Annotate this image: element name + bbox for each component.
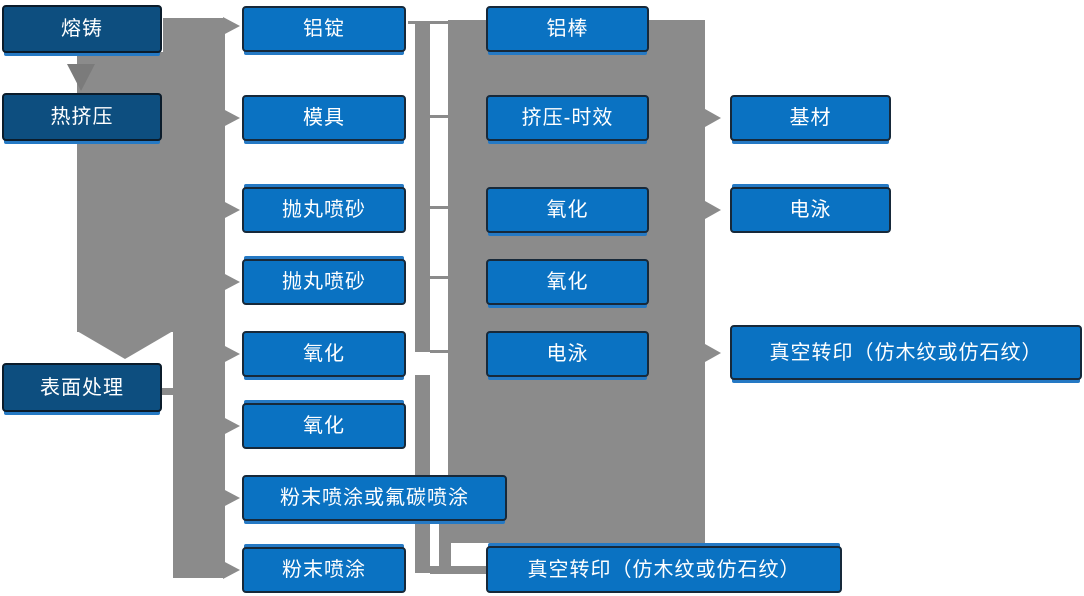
left-band-top-connector <box>163 18 225 54</box>
node-vacuum-transfer-2: 真空转印（仿木纹或仿石纹） <box>730 325 1082 380</box>
node-label-base-material: 基材 <box>789 107 832 129</box>
arrow-to-electrophoresis-2-icon <box>705 201 721 219</box>
node-label-vacuum-transfer-1: 真空转印（仿木纹或仿石纹） <box>527 558 801 581</box>
node-oxidation-2: 氧化 <box>242 403 406 449</box>
node-electrophoresis-1: 电泳 <box>486 331 649 377</box>
node-extrusion-aging: 挤压-时效 <box>486 95 649 141</box>
node-label-melting-casting: 熔铸 <box>61 18 103 40</box>
node-label-hot-extrusion: 热挤压 <box>50 106 114 128</box>
node-label-vacuum-transfer-2: 真空转印（仿木纹或仿石纹） <box>769 341 1043 364</box>
node-label-electrophoresis-2: 电泳 <box>789 199 832 221</box>
node-vacuum-transfer-1: 真空转印（仿木纹或仿石纹） <box>486 546 842 593</box>
tick-ingot-rod-connector <box>408 21 448 24</box>
arrow-to-shot-blasting-1-icon <box>223 201 240 219</box>
node-oxidation-3: 氧化 <box>486 187 649 233</box>
arrow-to-base-material-icon <box>705 109 721 127</box>
node-label-mold: 模具 <box>303 107 345 129</box>
left-band-lower-connector <box>173 332 225 578</box>
node-label-oxidation-2: 氧化 <box>303 415 345 437</box>
node-oxidation-4: 氧化 <box>486 259 649 305</box>
node-oxidation-1: 氧化 <box>242 331 406 377</box>
node-aluminum-rod: 铝棒 <box>486 6 649 52</box>
node-label-extrusion-aging: 挤压-时效 <box>521 107 614 129</box>
node-shot-blasting-1: 抛丸喷砂 <box>242 187 406 233</box>
node-mold: 模具 <box>242 95 406 141</box>
node-powder-coating: 粉末喷涂 <box>242 547 406 593</box>
node-label-electrophoresis-1: 电泳 <box>546 343 589 365</box>
node-label-powder-or-fluorocarbon-coating: 粉末喷涂或氟碳喷涂 <box>280 487 469 509</box>
tick-row-4-connector <box>430 276 448 279</box>
arrow-to-powder-coating-icon <box>223 561 240 579</box>
node-hot-extrusion: 热挤压 <box>2 93 162 141</box>
arrow-to-vacuum-transfer-2-icon <box>705 344 721 362</box>
node-label-oxidation-3: 氧化 <box>546 199 589 221</box>
node-label-aluminum-rod: 铝棒 <box>546 18 589 40</box>
arrow-to-aluminum-ingot-icon <box>223 17 240 35</box>
arrow-to-oxidation-1-icon <box>223 345 240 363</box>
arrow-to-hot-extrusion-icon <box>67 64 95 94</box>
tick-row-2-connector <box>430 115 448 118</box>
node-label-oxidation-4: 氧化 <box>546 271 589 293</box>
node-label-oxidation-1: 氧化 <box>303 343 345 365</box>
node-electrophoresis-2: 电泳 <box>730 187 891 233</box>
surface-treatment-link-connector <box>162 388 174 395</box>
tick-row-3-connector <box>430 206 448 209</box>
node-base-material: 基材 <box>730 95 891 141</box>
node-label-powder-coating: 粉末喷涂 <box>282 559 366 581</box>
node-melting-casting: 熔铸 <box>2 5 162 53</box>
tick-row-5-connector <box>430 350 448 353</box>
arrow-to-shot-blasting-2-icon <box>223 273 240 291</box>
arrow-to-oxidation-2-icon <box>223 417 240 435</box>
node-label-aluminum-ingot: 铝锭 <box>303 18 345 40</box>
bottom-link-bar-connector <box>430 566 488 574</box>
node-shot-blasting-2: 抛丸喷砂 <box>242 259 406 305</box>
node-powder-or-fluorocarbon-coating: 粉末喷涂或氟碳喷涂 <box>242 475 507 521</box>
node-surface-treatment: 表面处理 <box>2 363 162 412</box>
mid-strip-upper-connector <box>415 22 430 352</box>
node-aluminum-ingot: 铝锭 <box>242 6 406 52</box>
arrow-to-surface-treatment-icon <box>77 331 173 362</box>
node-label-shot-blasting-1: 抛丸喷砂 <box>282 199 366 221</box>
node-label-shot-blasting-2: 抛丸喷砂 <box>282 271 366 293</box>
mid-strip-lower-connector <box>415 375 430 573</box>
arrow-to-powder-or-fluorocarbon-coating-icon <box>223 489 240 507</box>
mid-strip-stub-connector <box>439 524 451 573</box>
arrow-to-mold-icon <box>223 109 240 127</box>
node-label-surface-treatment: 表面处理 <box>40 376 124 399</box>
